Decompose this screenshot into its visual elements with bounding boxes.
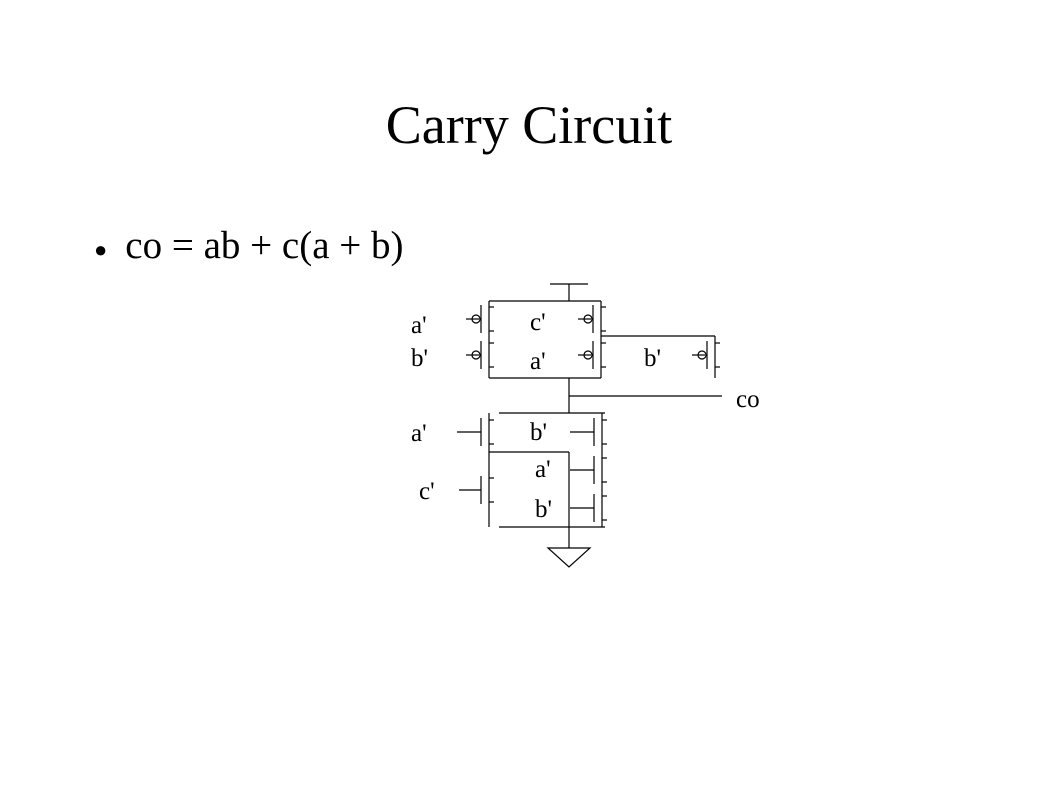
pmos-transistor-icon [578, 301, 606, 336]
pmos-transistor-icon [578, 336, 606, 378]
slide-title: Carry Circuit [385, 95, 673, 155]
bullet-item: ● co = ab + c(a + b) [94, 226, 404, 265]
pmos-transistor-icon [466, 301, 494, 336]
nmos-transistor-icon [570, 413, 607, 452]
nmos-transistor-icon [459, 452, 494, 527]
label-pmos-mid-bottom: a' [530, 348, 546, 375]
nmos-transistor-icon [570, 490, 607, 527]
label-nmos-left-bottom: c' [419, 478, 435, 505]
nmos-transistor-icon [570, 452, 607, 490]
label-nmos-mid: a' [535, 456, 551, 483]
ground-icon [546, 527, 592, 568]
label-pmos-right: b' [644, 345, 661, 372]
label-nmos-mid-bottom: b' [535, 496, 552, 523]
label-nmos-left-top: a' [411, 420, 427, 447]
bullet-icon: ● [94, 236, 108, 262]
nmos-transistor-icon [457, 413, 494, 452]
bullet-text: co = ab + c(a + b) [125, 224, 404, 267]
pmos-transistor-icon [692, 336, 720, 378]
supply-icon [550, 283, 588, 301]
label-output: co [736, 386, 760, 413]
label-nmos-mid-top: b' [530, 419, 547, 446]
pmos-transistor-icon [466, 336, 494, 378]
label-pmos-mid-top: c' [530, 309, 546, 336]
label-pmos-left-top: a' [411, 312, 427, 339]
label-pmos-left-bottom: b' [411, 345, 428, 372]
